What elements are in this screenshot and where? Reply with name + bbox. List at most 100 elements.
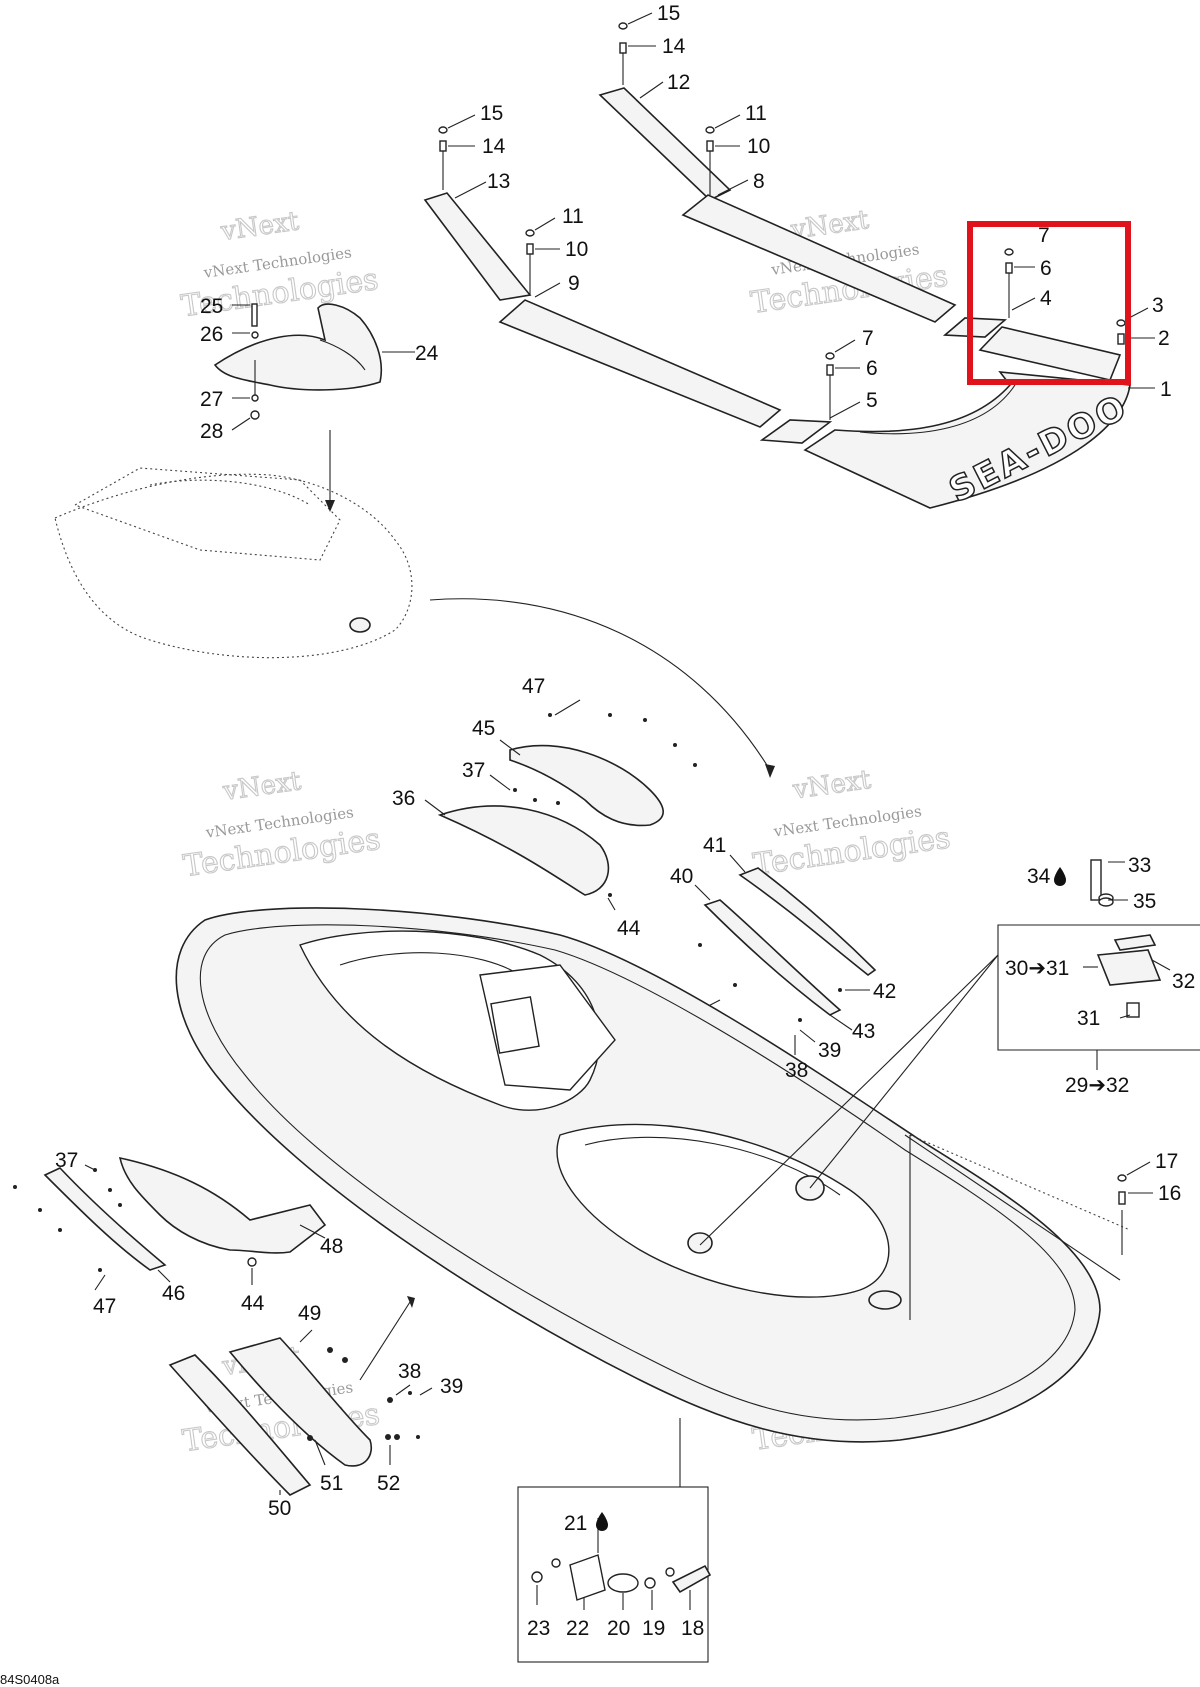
droplet-icon — [596, 1512, 608, 1531]
callout-18[interactable]: 18 — [681, 1617, 704, 1640]
callout-5[interactable]: 5 — [866, 389, 878, 412]
callout-1[interactable]: 1 — [1160, 378, 1172, 401]
callout-11[interactable]: 11 — [562, 205, 584, 228]
callout-20[interactable]: 20 — [607, 1617, 630, 1640]
callout-23[interactable]: 23 — [527, 1617, 550, 1640]
foot-mat-3[interactable] — [978, 326, 1122, 381]
panel-fasteners — [424, 699, 870, 1055]
screws-16-17 — [1117, 1161, 1153, 1255]
svg-text:vNext: vNext — [790, 765, 873, 806]
callout-28[interactable]: 28 — [200, 420, 223, 443]
front-panel-45[interactable] — [509, 744, 664, 827]
callout-38[interactable]: 38 — [398, 1360, 421, 1383]
callout-16[interactable]: 16 — [1158, 1182, 1181, 1205]
side-trim-40[interactable] — [703, 899, 842, 1016]
callout-7[interactable]: 7 — [862, 327, 874, 350]
lower-fasteners — [13, 1164, 433, 1495]
callout-12[interactable]: 12 — [667, 71, 690, 94]
svg-text:vNext: vNext — [218, 206, 301, 247]
detail-box-29-32 — [699, 859, 1200, 1246]
leaders-top — [447, 12, 1155, 419]
callout-10[interactable]: 10 — [747, 135, 770, 158]
callout-15[interactable]: 15 — [480, 102, 503, 125]
callout-32[interactable]: 32 — [1172, 970, 1195, 993]
callout-31[interactable]: 31 — [1077, 1007, 1100, 1030]
callout-6[interactable]: 6 — [1040, 257, 1052, 280]
diagram-code: 84S0408a — [0, 1672, 60, 1687]
callout-11[interactable]: 11 — [745, 102, 767, 125]
callout-14[interactable]: 14 — [662, 35, 686, 58]
callout-51[interactable]: 51 — [320, 1472, 343, 1495]
callout-8[interactable]: 8 — [753, 170, 765, 193]
side-trim-41[interactable] — [738, 867, 877, 977]
callout-37[interactable]: 37 — [462, 759, 485, 782]
highlight-box — [967, 221, 1131, 385]
callout-9[interactable]: 9 — [568, 272, 580, 295]
seat-outline — [54, 467, 413, 659]
callout-14[interactable]: 14 — [482, 135, 506, 158]
foot-mat-5[interactable] — [759, 419, 833, 444]
callout-36[interactable]: 36 — [392, 787, 415, 810]
mat-screws — [438, 22, 1126, 420]
callout-41[interactable]: 41 — [703, 834, 726, 857]
callout-6[interactable]: 6 — [866, 357, 878, 380]
callout-47[interactable]: 47 — [93, 1295, 116, 1318]
callout-37[interactable]: 37 — [55, 1149, 78, 1172]
callout-24[interactable]: 24 — [415, 342, 439, 365]
callout-45[interactable]: 45 — [472, 717, 495, 740]
callout-47[interactable]: 47 — [522, 675, 545, 698]
arrow-seat-to-hull — [429, 598, 771, 771]
callout-27[interactable]: 27 — [200, 388, 223, 411]
callout-33[interactable]: 33 — [1128, 854, 1151, 877]
step-pad-50[interactable] — [168, 1354, 312, 1496]
callout-labels: 15 14 12 15 14 13 11 10 8 11 10 9 7 6 4 … — [55, 2, 1195, 1640]
callout-3[interactable]: 3 — [1152, 294, 1164, 317]
callout-19[interactable]: 19 — [642, 1617, 665, 1640]
callout-7[interactable]: 7 — [1038, 224, 1050, 247]
foot-mat-12[interactable] — [598, 87, 732, 201]
callout-13[interactable]: 13 — [487, 170, 510, 193]
deck-mat-1[interactable]: SEA-DOO — [803, 371, 1136, 512]
svg-text:vNext: vNext — [220, 766, 303, 807]
storage-cover-36[interactable] — [437, 805, 610, 896]
detail-box-18-23 — [517, 1418, 712, 1663]
callout-43[interactable]: 43 — [852, 1020, 875, 1043]
grab-handle-24[interactable] — [213, 303, 383, 391]
callout-25[interactable]: 25 — [200, 295, 223, 318]
callout-22[interactable]: 22 — [566, 1617, 589, 1640]
callout-4[interactable]: 4 — [1040, 287, 1052, 310]
callout-10[interactable]: 10 — [565, 238, 588, 261]
callout-2[interactable]: 2 — [1158, 327, 1170, 350]
callout-35[interactable]: 35 — [1133, 890, 1156, 913]
foot-mat-13[interactable] — [423, 192, 532, 301]
droplet-icon — [1054, 867, 1066, 886]
callout-50[interactable]: 50 — [268, 1497, 291, 1520]
hull-deck[interactable] — [175, 907, 1131, 1443]
callout-42[interactable]: 42 — [873, 980, 896, 1003]
callout-48[interactable]: 48 — [320, 1235, 343, 1258]
callout-34[interactable]: 34 — [1027, 865, 1051, 888]
callout-17[interactable]: 17 — [1155, 1150, 1178, 1173]
foot-mat-9[interactable] — [498, 299, 782, 428]
callout-52[interactable]: 52 — [377, 1472, 400, 1495]
callout-26[interactable]: 26 — [200, 323, 223, 346]
callout-15[interactable]: 15 — [657, 2, 680, 25]
callout-44[interactable]: 44 — [617, 917, 641, 940]
callout-21[interactable]: 21 — [564, 1512, 587, 1535]
callout-49[interactable]: 49 — [298, 1302, 321, 1325]
callout-44[interactable]: 44 — [241, 1292, 265, 1315]
watermark-mid-right: vNext vNext Technologies Technologies — [750, 764, 953, 883]
callout-39[interactable]: 39 — [818, 1039, 841, 1062]
callout-40[interactable]: 40 — [670, 865, 693, 888]
callout-29-32[interactable]: 29➔32 — [1065, 1074, 1129, 1097]
callout-46[interactable]: 46 — [162, 1282, 185, 1305]
callout-38[interactable]: 38 — [785, 1059, 808, 1082]
side-panel-46[interactable] — [43, 1167, 167, 1271]
side-panel-49[interactable] — [228, 1337, 372, 1467]
handle-fasteners — [231, 303, 415, 431]
callout-30-31[interactable]: 30➔31 — [1005, 957, 1069, 980]
callout-39[interactable]: 39 — [440, 1375, 463, 1398]
panel-48[interactable] — [118, 1156, 327, 1254]
foot-mat-8[interactable] — [681, 194, 957, 323]
